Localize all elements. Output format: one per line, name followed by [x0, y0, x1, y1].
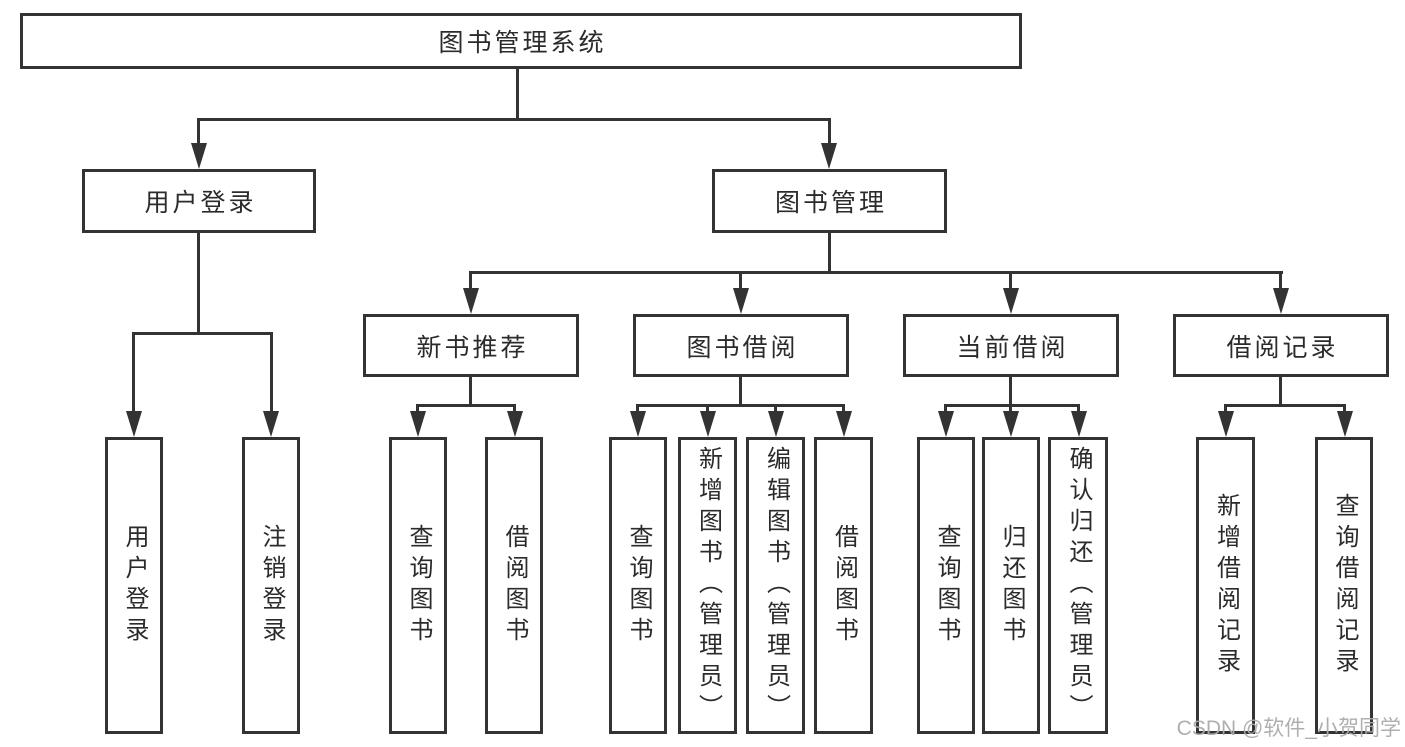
connector-line	[1009, 375, 1012, 406]
connector-line	[469, 271, 1283, 274]
leaf-logout-label: 注销登录	[258, 523, 285, 648]
leaf-borrow-books-label: 借阅图书	[830, 523, 858, 648]
leaf-return-books: 归还图书	[982, 437, 1040, 734]
connector-line	[1077, 406, 1080, 414]
arrow-down-icon	[507, 411, 523, 437]
arrow-down-icon	[1273, 288, 1289, 314]
connector-line	[132, 332, 273, 335]
leaf-edit-books-admin: 编辑图书（管理员）	[746, 437, 805, 734]
arrow-down-icon	[463, 288, 479, 314]
arrow-down-icon	[1218, 411, 1234, 437]
node-user-login: 用户登录	[82, 169, 316, 233]
arrow-down-icon	[1003, 411, 1019, 437]
node-book-management-label: 图书管理	[774, 189, 887, 217]
node-book-borrowing: 图书借阅	[633, 314, 849, 377]
connector-line	[1224, 406, 1227, 414]
node-book-borrowing-label: 图书借阅	[686, 333, 799, 362]
connector-line	[1279, 375, 1282, 406]
node-current-borrowing: 当前借阅	[903, 314, 1119, 377]
connector-line	[270, 334, 273, 414]
connector-line	[944, 404, 1080, 407]
leaf-borrow-books-recommend-label: 借阅图书	[501, 523, 528, 648]
connector-line	[1279, 273, 1282, 290]
connector-line	[706, 406, 709, 414]
connector-line	[842, 406, 845, 414]
arrow-down-icon	[630, 411, 646, 437]
leaf-confirm-return-admin: 确认归还（管理员）	[1048, 437, 1108, 734]
connector-line	[774, 406, 777, 414]
arrow-down-icon	[410, 411, 426, 437]
connector-line	[944, 406, 947, 414]
arrow-down-icon	[1003, 288, 1019, 314]
leaf-logout: 注销登录	[242, 437, 300, 734]
node-root-label: 图书管理系统	[438, 29, 607, 57]
leaf-edit-books-admin-label: 编辑图书（管理员）	[762, 446, 790, 725]
connector-line	[469, 375, 472, 406]
csdn-watermark: CSDN @软件_小贺同学	[1176, 717, 1401, 740]
connector-line	[636, 404, 845, 407]
arrow-down-icon	[938, 411, 954, 437]
leaf-borrow-books-recommend: 借阅图书	[485, 437, 543, 734]
leaf-add-borrow-record: 新增借阅记录	[1196, 437, 1255, 734]
leaf-return-books-label: 归还图书	[998, 523, 1025, 648]
leaf-query-books-current-label: 查询图书	[933, 523, 960, 648]
arrow-down-icon	[700, 411, 716, 437]
leaf-query-borrow-record: 查询借阅记录	[1315, 437, 1373, 734]
arrow-down-icon	[126, 411, 142, 437]
leaf-query-books-borrowing-label: 查询图书	[625, 523, 652, 648]
arrow-down-icon	[733, 288, 749, 314]
arrow-down-icon	[836, 411, 852, 437]
leaf-borrow-books: 借阅图书	[814, 437, 873, 734]
leaf-query-books-recommend: 查询图书	[389, 437, 447, 734]
node-borrow-records-label: 借阅记录	[1226, 333, 1339, 362]
leaf-add-borrow-record-label: 新增借阅记录	[1212, 492, 1240, 679]
connector-line	[416, 404, 516, 407]
connector-line	[1224, 404, 1346, 407]
leaf-add-books-admin: 新增图书（管理员）	[678, 437, 737, 734]
connector-line	[513, 406, 516, 414]
node-root: 图书管理系统	[20, 13, 1022, 69]
node-new-book-recommend-label: 新书推荐	[416, 333, 529, 362]
connector-line	[739, 273, 742, 290]
leaf-query-books-current: 查询图书	[917, 437, 975, 734]
arrow-down-icon	[263, 411, 279, 437]
leaf-confirm-return-admin-label: 确认归还（管理员）	[1065, 446, 1092, 725]
connector-line	[197, 118, 831, 121]
connector-line	[197, 120, 200, 145]
leaf-add-books-admin-label: 新增图书（管理员）	[694, 446, 722, 725]
connector-line	[739, 375, 742, 406]
node-current-borrowing-label: 当前借阅	[956, 333, 1069, 362]
leaf-query-borrow-record-label: 查询借阅记录	[1331, 492, 1358, 679]
connector-line	[828, 233, 831, 274]
leaf-query-books-borrowing: 查询图书	[609, 437, 667, 734]
connector-line	[416, 406, 419, 414]
node-new-book-recommend: 新书推荐	[363, 314, 579, 377]
connector-line	[1343, 406, 1346, 414]
connector-line	[516, 68, 519, 121]
arrow-down-icon	[1337, 411, 1353, 437]
leaf-user-login-label: 用户登录	[121, 523, 148, 648]
arrow-down-icon	[1071, 411, 1087, 437]
node-book-management: 图书管理	[712, 169, 947, 233]
arrow-down-icon	[768, 411, 784, 437]
connector-line	[828, 120, 831, 145]
connector-line	[1009, 273, 1012, 290]
connector-line	[132, 334, 135, 414]
connector-line	[636, 406, 639, 414]
connector-line	[1009, 406, 1012, 414]
node-user-login-label: 用户登录	[144, 189, 257, 217]
leaf-user-login: 用户登录	[105, 437, 163, 734]
connector-line	[469, 273, 472, 290]
connector-line	[197, 233, 200, 335]
node-borrow-records: 借阅记录	[1173, 314, 1389, 377]
arrow-down-icon	[191, 143, 207, 169]
leaf-query-books-recommend-label: 查询图书	[405, 523, 432, 648]
arrow-down-icon	[821, 143, 837, 169]
